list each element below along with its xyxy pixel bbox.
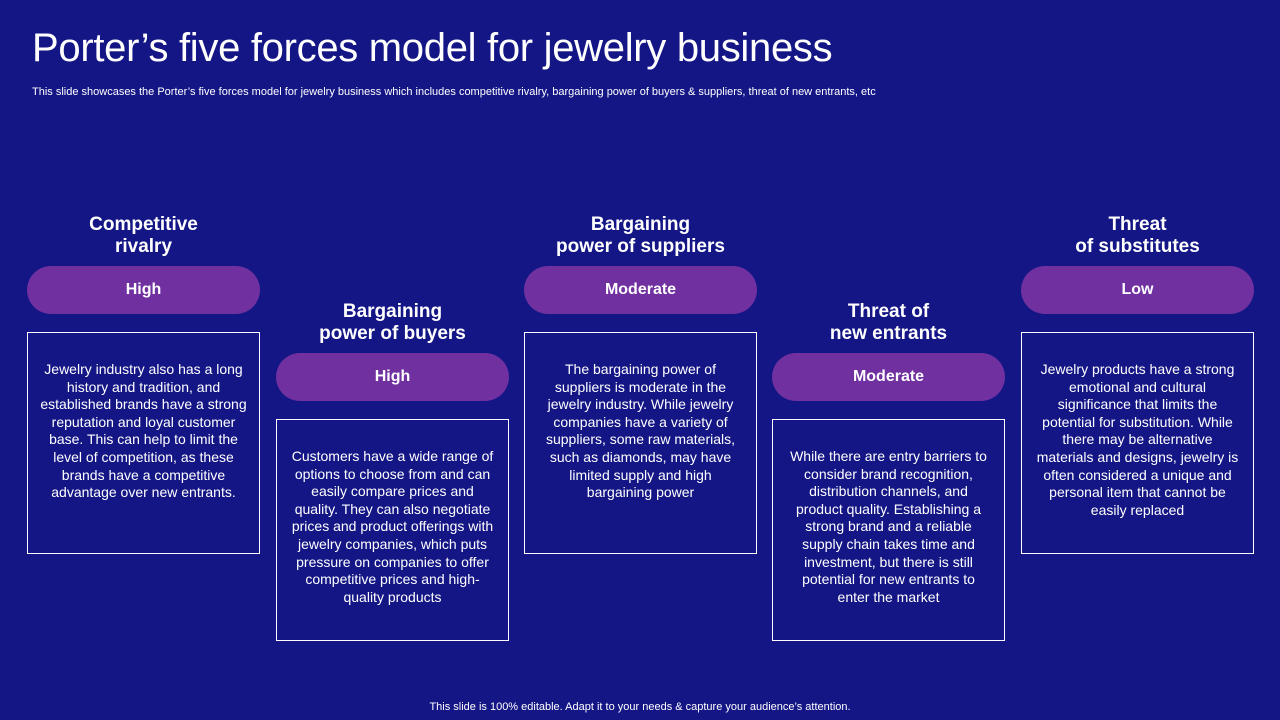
force-heading-line: Competitive xyxy=(89,214,198,235)
force-heading-line: power of buyers xyxy=(319,323,466,344)
force-heading: Competitive rivalry xyxy=(27,214,260,258)
slide-subtitle: This slide showcases the Porter’s five f… xyxy=(32,86,876,98)
force-heading: Bargaining power of buyers xyxy=(276,301,509,345)
force-heading-line: Bargaining xyxy=(590,214,691,235)
force-heading: Threat of substitutes xyxy=(1021,214,1254,258)
force-level-badge: High xyxy=(27,266,260,314)
force-heading-line: Threat xyxy=(1108,214,1167,235)
force-heading: Bargaining power of suppliers xyxy=(524,214,757,258)
force-level-badge: Moderate xyxy=(772,353,1005,401)
force-heading: Threat of new entrants xyxy=(772,301,1005,345)
force-description: While there are entry barriers to consid… xyxy=(772,419,1005,641)
force-level-badge: High xyxy=(276,353,509,401)
force-heading-line: new entrants xyxy=(829,323,948,344)
force-description: Customers have a wide range of options t… xyxy=(276,419,509,641)
force-heading-line: Threat of xyxy=(847,301,930,322)
force-heading-line: power of suppliers xyxy=(556,236,725,257)
slide-footer: This slide is 100% editable. Adapt it to… xyxy=(429,701,851,713)
force-description: Jewelry products have a strong emotional… xyxy=(1021,332,1254,554)
force-heading-line: of substitutes xyxy=(1075,236,1200,257)
force-level-badge: Moderate xyxy=(524,266,757,314)
force-heading-line: rivalry xyxy=(114,236,173,257)
force-description: The bargaining power of suppliers is mod… xyxy=(524,332,757,554)
force-description: Jewelry industry also has a long history… xyxy=(27,332,260,554)
force-level-badge: Low xyxy=(1021,266,1254,314)
force-heading-line: Bargaining xyxy=(342,301,443,322)
slide-title: Porter’s five forces model for jewelry b… xyxy=(32,26,833,70)
